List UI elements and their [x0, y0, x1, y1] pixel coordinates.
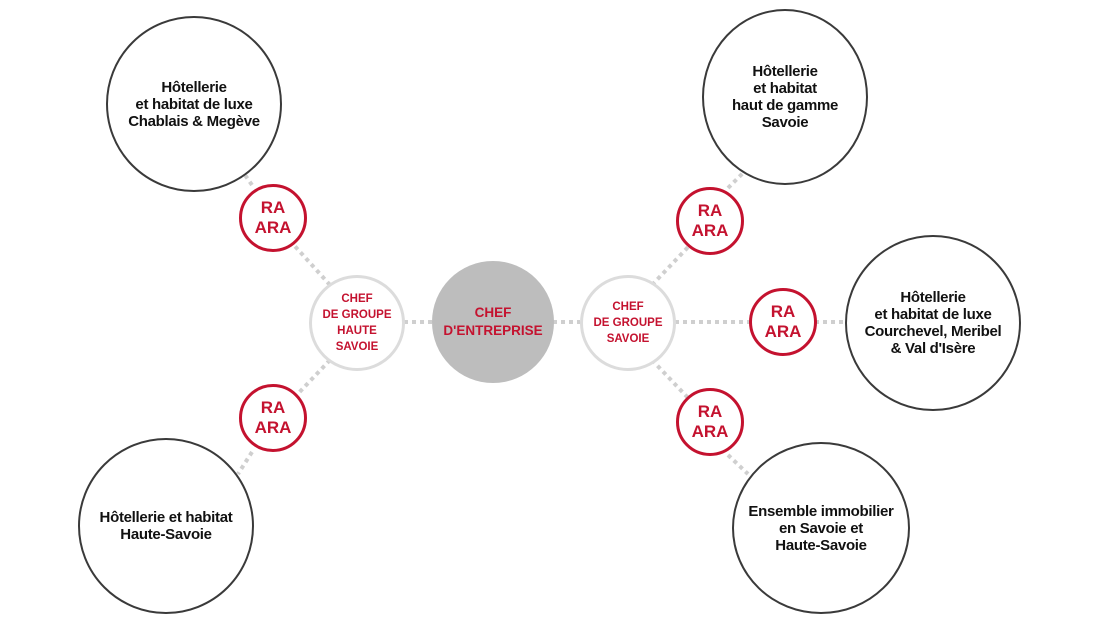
unit-middle-right: Hôtellerie et habitat de luxe Courchevel… — [845, 235, 1021, 411]
connector-ra-bottom-unit — [236, 450, 254, 476]
unit-bottom-right: Ensemble immobilier en Savoie et Haute-S… — [732, 442, 910, 614]
unit-top-right: Hôtellerie et habitat haut de gamme Savo… — [702, 9, 868, 185]
ra-ara-badge-top-left: RA ARA — [239, 184, 307, 252]
ra-ara-label: RA ARA — [254, 398, 292, 437]
ra-ara-label: RA ARA — [254, 198, 292, 237]
ra-ara-badge-middle-right: RA ARA — [749, 288, 817, 356]
unit-bottom-left: Hôtellerie et habitat Haute-Savoie — [78, 438, 254, 614]
connector-ra-bottom-right-unit — [726, 453, 750, 476]
unit-top-left: Hôtellerie et habitat de luxe Chablais &… — [106, 16, 282, 192]
connector-chefright-ra-bottom — [650, 358, 692, 402]
ra-ara-label: RA ARA — [691, 201, 729, 240]
ra-ara-badge-top-right: RA ARA — [676, 187, 744, 255]
connector-chefleft-ra-top — [290, 241, 332, 287]
chef-groupe-savoie-label: CHEF DE GROUPE SAVOIE — [593, 301, 663, 345]
unit-bottom-right-label: Ensemble immobilier en Savoie et Haute-S… — [748, 502, 894, 554]
unit-middle-right-label: Hôtellerie et habitat de luxe Courchevel… — [864, 289, 1002, 357]
chef-entreprise: CHEF D'ENTREPRISE — [432, 261, 554, 383]
chef-groupe-savoie: CHEF DE GROUPE SAVOIE — [580, 275, 676, 371]
unit-top-right-label: Hôtellerie et habitat haut de gamme Savo… — [731, 63, 839, 131]
connector-chefright-ra-top — [650, 243, 692, 287]
unit-bottom-left-label: Hôtellerie et habitat Haute-Savoie — [99, 509, 233, 543]
chef-entreprise-label: CHEF D'ENTREPRISE — [443, 305, 543, 338]
ra-ara-label: RA ARA — [764, 302, 802, 341]
chef-groupe-haute-savoie-label: CHEF DE GROUPE HAUTE SAVOIE — [322, 293, 392, 353]
ra-ara-badge-bottom-left: RA ARA — [239, 384, 307, 452]
ra-ara-label: RA ARA — [691, 402, 729, 441]
ra-ara-badge-bottom-right: RA ARA — [676, 388, 744, 456]
unit-top-left-label: Hôtellerie et habitat de luxe Chablais &… — [128, 78, 260, 130]
connector-chefleft-ra-bottom — [290, 358, 332, 402]
chef-groupe-haute-savoie: CHEF DE GROUPE HAUTE SAVOIE — [309, 275, 405, 371]
